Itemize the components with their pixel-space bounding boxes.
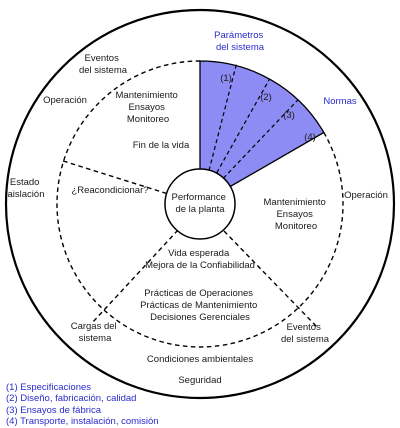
label-normas: Normas <box>323 96 357 107</box>
blue-wedge <box>199 60 325 188</box>
label-fin-de-la-vida: Fin de la vida <box>133 140 190 151</box>
label-operacion-left: Operación <box>43 95 87 106</box>
legend-item-1: (1) Especificaciones <box>6 382 92 393</box>
label-condiciones-ambientales: Condiciones ambientales <box>147 354 253 365</box>
label-reacondicionar: ¿Reacondicionar? <box>71 185 148 196</box>
wedge-label-2: (2) <box>260 92 272 103</box>
label-parametros-sistema: Parámetros del sistema <box>214 30 266 53</box>
label-practicas: Prácticas de Operaciones Prácticas de Ma… <box>140 288 260 323</box>
legend-item-3: (3) Ensayos de fábrica <box>6 404 102 416</box>
label-eventos-bottom: Eventos del sistema <box>281 322 330 345</box>
divider-lower-left <box>91 229 179 324</box>
wedge-dividers <box>208 61 299 179</box>
wedge-divider-3 <box>223 99 299 179</box>
divider-left <box>59 159 167 195</box>
label-mantenimiento-right: Mantenimiento Ensayos Monitoreo <box>264 197 329 232</box>
divider-lower-right <box>223 230 319 329</box>
legend-item-2: (2) Diseño, fabricación, calidad <box>6 393 137 405</box>
legend: (1) Especificaciones (2) Diseño, fabrica… <box>6 382 159 427</box>
wedge-divider-2 <box>216 79 270 173</box>
label-vida-esperada: Vida esperada Mejora de la Confiabilidad <box>145 248 255 271</box>
radial-dividers <box>59 159 319 329</box>
legend-item-4: (4) Transporte, instalación, comisión <box>6 415 159 427</box>
center-label: Performance de la planta <box>171 192 228 215</box>
wedge-divider-1 <box>208 61 238 171</box>
wedge-label-1: (1) <box>220 73 232 84</box>
wedge-label-4: (4) <box>304 132 316 143</box>
center-circle <box>164 168 236 240</box>
label-seguridad: Seguridad <box>178 375 221 386</box>
wedge-label-3: (3) <box>283 110 295 121</box>
label-cargas-sistema: Cargas del sistema <box>71 321 120 344</box>
label-estado-aislacion: Estado aislación <box>8 177 45 200</box>
label-mantenimiento-top: Mantenimiento Ensayos Monitoreo <box>116 90 181 125</box>
outer-ring <box>4 8 396 400</box>
label-operacion-right: Operación <box>344 190 388 201</box>
label-eventos-top: Eventos del sistema <box>79 53 128 76</box>
